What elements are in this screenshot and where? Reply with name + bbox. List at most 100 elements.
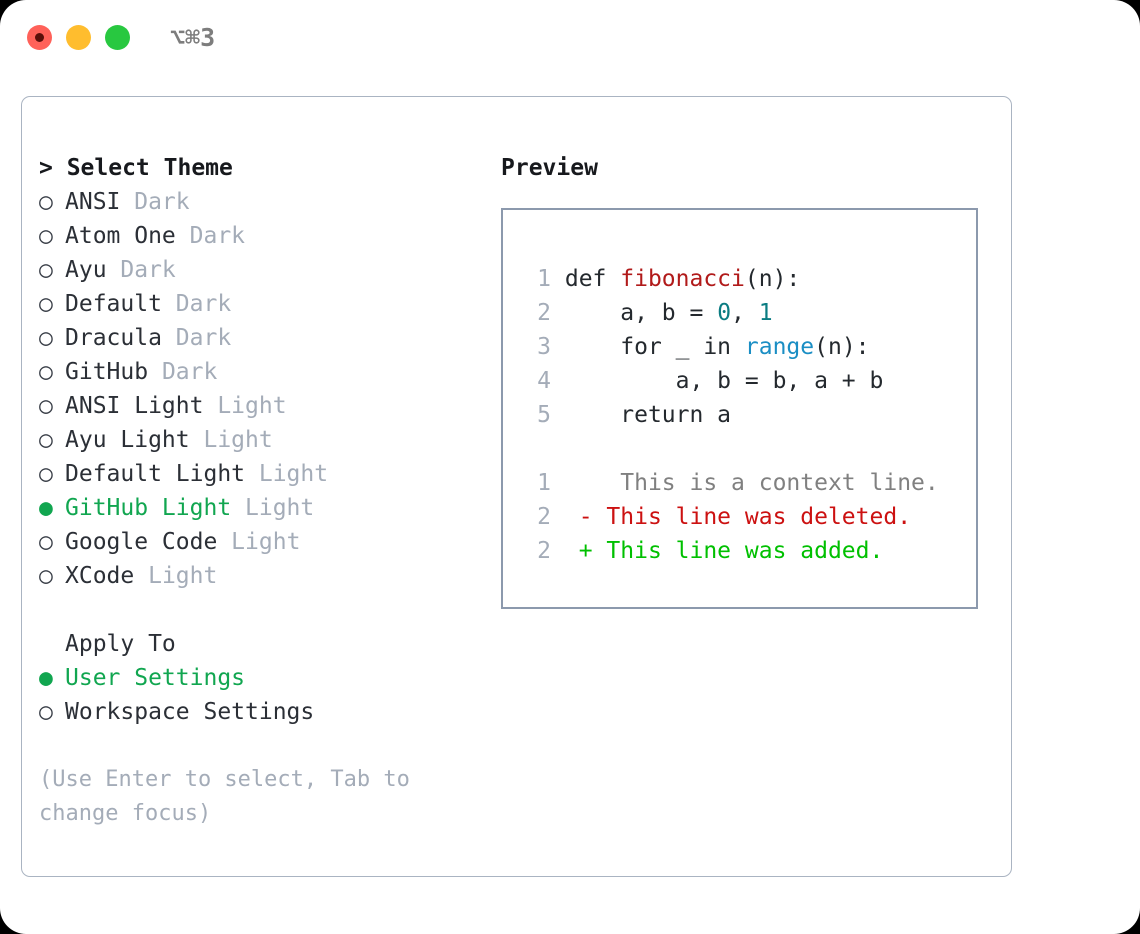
theme-name: ANSI [65, 189, 121, 215]
diff-marker: - [578, 504, 593, 530]
theme-list: ○ANSI Dark○Atom One Dark○Ayu Dark○Defaul… [39, 185, 499, 593]
code-token: a, b = [564, 300, 718, 326]
theme-variant-label: Light [203, 393, 287, 419]
theme-name: GitHub [65, 359, 149, 385]
radio-unselected-icon: ○ [39, 427, 53, 453]
theme-list-item[interactable]: ○ Default Light Light [39, 457, 499, 491]
diff-marker [579, 470, 593, 496]
theme-list-item[interactable]: ○ ANSI Light Light [39, 389, 499, 423]
line-number: 4 [537, 368, 551, 394]
radio-unselected-icon: ○ [39, 563, 53, 589]
theme-name: Dracula [65, 325, 162, 351]
code-token: (n): [744, 266, 801, 292]
theme-list-item[interactable]: ○ Atom One Dark [39, 219, 499, 253]
line-number: 3 [537, 334, 551, 360]
theme-name: Default Light [65, 461, 246, 487]
code-token: a, b = b, a + b [564, 368, 884, 394]
diff-line: 1 This is a context line. [523, 466, 939, 500]
apply-to-label: Apply To [65, 631, 176, 657]
radio-unselected-icon: ○ [39, 359, 53, 385]
radio-unselected-icon: ○ [39, 291, 53, 317]
theme-name: XCode [65, 563, 135, 589]
preview-title: Preview [501, 155, 598, 181]
radio-unselected-icon: ○ [39, 529, 53, 555]
diff-text: This is a context line. [592, 470, 939, 496]
theme-list-item[interactable]: ○ Default Dark [39, 287, 499, 321]
list-spacer [39, 593, 499, 627]
line-number: 1 [537, 470, 551, 496]
theme-name: Atom One [65, 223, 176, 249]
code-token: range [744, 334, 815, 360]
radio-selected-icon: ● [39, 495, 53, 521]
apply-to-option[interactable]: ● User Settings [39, 661, 499, 695]
apply-to-option[interactable]: ○ Workspace Settings [39, 695, 499, 729]
apply-to-option-label: Workspace Settings [65, 699, 315, 725]
theme-name: Google Code [65, 529, 218, 555]
theme-list-item[interactable]: ○XCode Light [39, 559, 499, 593]
radio-unselected-icon: ○ [39, 699, 53, 725]
line-number: 2 [537, 538, 551, 564]
theme-variant-label: Light [245, 461, 329, 487]
theme-variant-label: Light [231, 495, 315, 521]
code-line: 3 for _ in range(n): [523, 330, 939, 364]
maximize-button[interactable] [105, 25, 130, 50]
diff-line: 2 + This line was added. [523, 534, 939, 568]
code-token: 0 [717, 300, 732, 326]
code-blank-line [523, 432, 939, 466]
theme-selector-column: > Select Theme ○ANSI Dark○Atom One Dark○… [39, 151, 499, 831]
theme-variant-label: Dark [120, 189, 190, 215]
theme-list-item[interactable]: ○ ANSI Dark [39, 185, 499, 219]
theme-list-item[interactable]: ○ Ayu Light Light [39, 423, 499, 457]
line-number: 1 [537, 266, 551, 292]
diff-marker: + [578, 538, 593, 564]
code-token: (n): [814, 334, 870, 360]
theme-list-item[interactable]: ○ GitHub Dark [39, 355, 499, 389]
diff-text: This line was deleted. [592, 504, 912, 530]
diff-line: 2 - This line was deleted. [523, 500, 939, 534]
radio-unselected-icon: ○ [39, 223, 53, 249]
theme-variant-label: Dark [106, 257, 176, 283]
code-line: 5 return a [523, 398, 939, 432]
code-line: 4 a, b = b, a + b [523, 364, 939, 398]
apply-to-list: ● User Settings ○ Workspace Settings [39, 661, 499, 729]
radio-selected-icon: ● [39, 665, 53, 691]
minimize-button[interactable] [66, 25, 91, 50]
theme-variant-label: Light [217, 529, 301, 555]
theme-list-heading: > Select Theme [39, 155, 233, 181]
line-number: 5 [537, 402, 551, 428]
code-line: 2 a, b = 0, 1 [523, 296, 939, 330]
theme-list-item[interactable]: ○ Google Code Light [39, 525, 499, 559]
theme-name: Default [65, 291, 162, 317]
radio-unselected-icon: ○ [39, 257, 53, 283]
preview-column: Preview 1 def fibonacci(n):2 a, b = 0, 1… [501, 151, 1001, 609]
theme-variant-label: Dark [161, 325, 232, 351]
code-token: fibonacci [620, 266, 745, 292]
line-number: 2 [537, 504, 551, 530]
radio-unselected-icon: ○ [39, 189, 53, 215]
theme-name: Ayu Light [65, 427, 190, 453]
code-token: def [564, 266, 621, 292]
radio-unselected-icon: ○ [39, 393, 53, 419]
code-line: 1 def fibonacci(n): [523, 262, 939, 296]
keyboard-shortcut-label: ⌥⌘3 [170, 23, 216, 52]
theme-list-item[interactable]: ○Ayu Dark [39, 253, 499, 287]
close-button[interactable] [27, 25, 52, 50]
apply-to-option-label: User Settings [65, 665, 246, 691]
theme-list-item[interactable]: ○Dracula Dark [39, 321, 499, 355]
theme-name: GitHub Light [65, 495, 232, 521]
window-controls [27, 25, 130, 50]
code-token: , [731, 300, 759, 326]
theme-variant-label: Dark [161, 291, 232, 317]
title-bar: ⌥⌘3 [0, 0, 1140, 78]
theme-list-item[interactable]: ● GitHub Light Light [39, 491, 499, 525]
theme-variant-label: Dark [175, 223, 246, 249]
theme-variant-label: Light [189, 427, 273, 453]
theme-name: ANSI Light [65, 393, 204, 419]
radio-unselected-icon: ○ [39, 461, 53, 487]
code-token: return a [564, 402, 732, 428]
theme-variant-label: Dark [148, 359, 218, 385]
code-token: 1 [758, 300, 773, 326]
